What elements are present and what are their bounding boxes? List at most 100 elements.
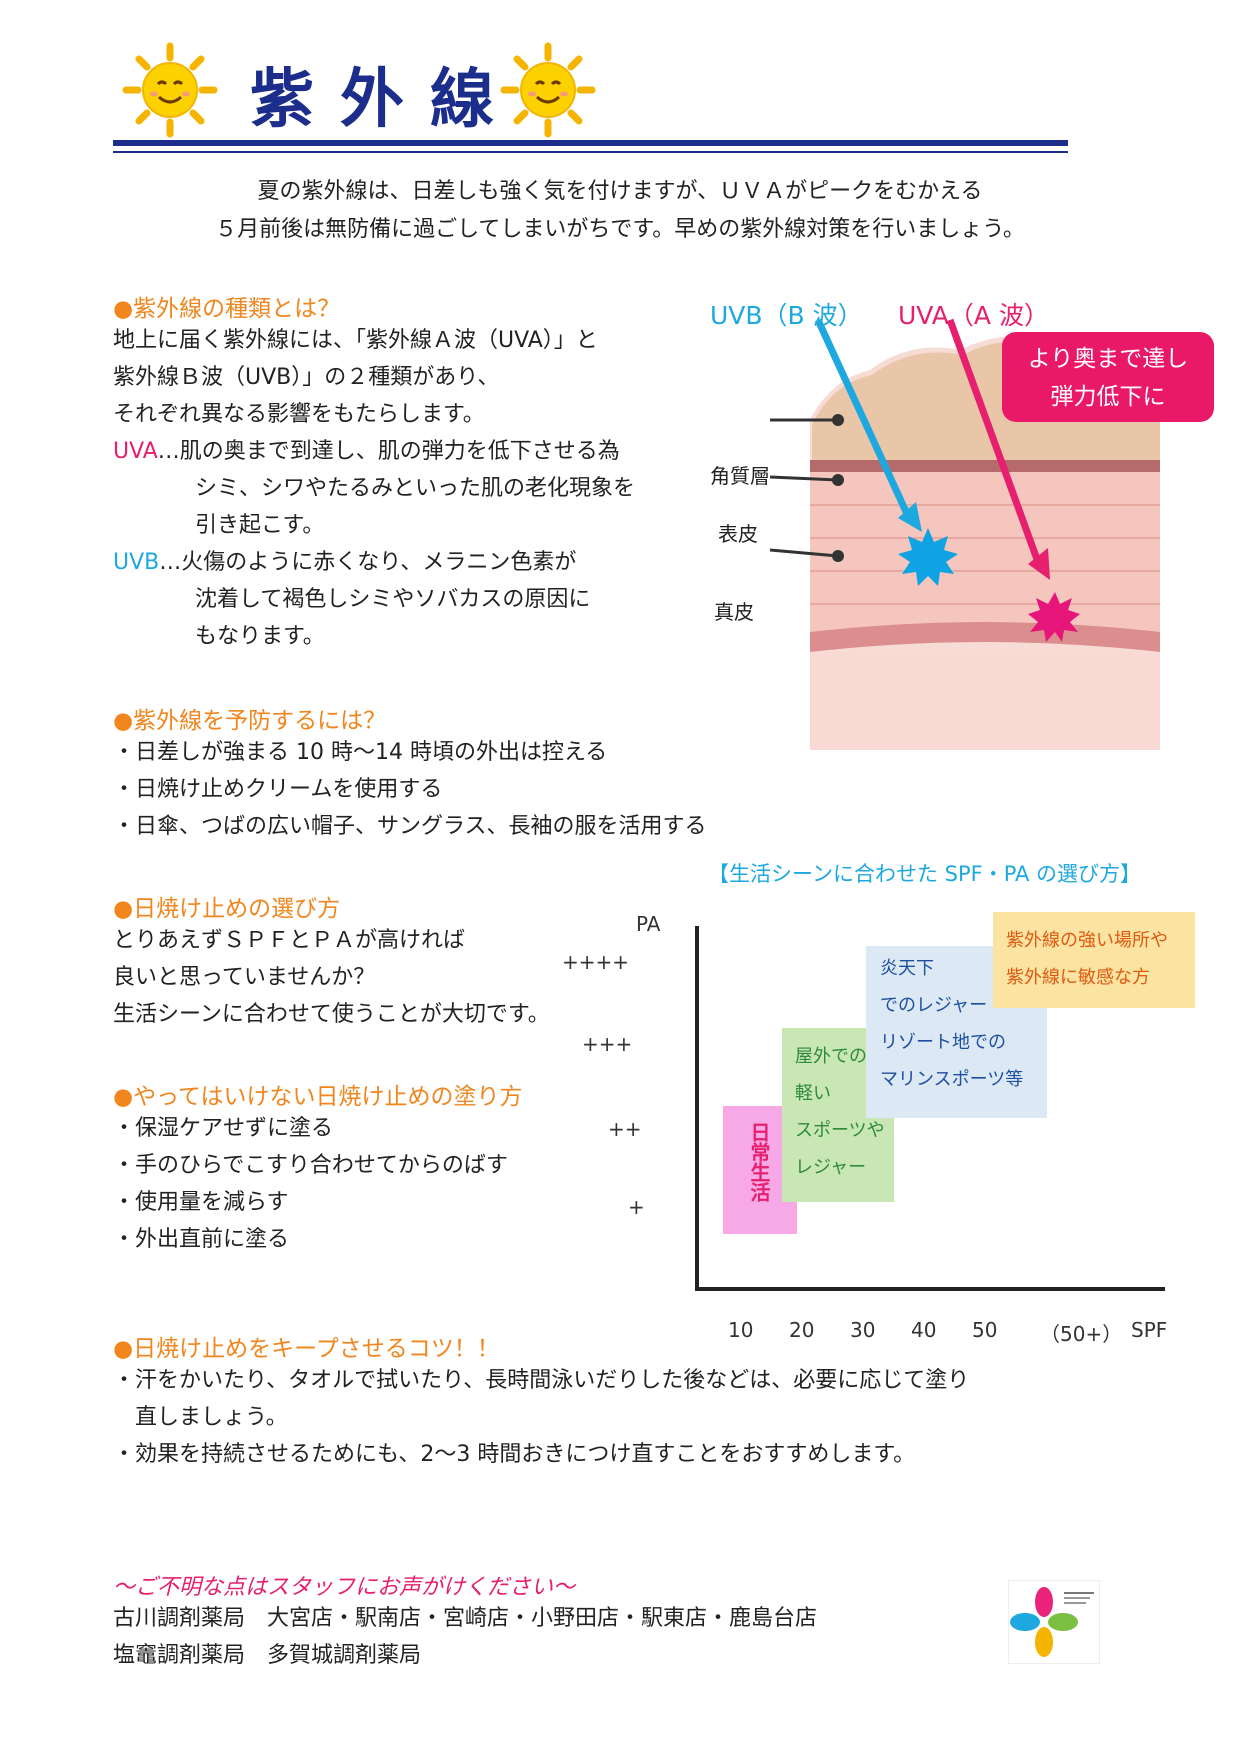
box-line: 紫外線の強い場所や: [1006, 930, 1168, 951]
types-text: 地上に届く紫外線には、「紫外線Ａ波（UVA）」と 紫外線Ｂ波（UVB）」の２種類…: [113, 322, 635, 655]
dermis: [810, 652, 1160, 750]
horny-layer: [810, 460, 1160, 472]
intro-line-1: 夏の紫外線は、日差しも強く気を付けますが、ＵＶＡがピークをむかえる: [257, 179, 983, 204]
x-axis-line: [695, 1287, 1165, 1291]
chart-box-leisure-text: 炎天下 でのレジャー リゾート地での マリンスポーツ等: [880, 950, 1023, 1098]
y-axis-line: [695, 926, 699, 1291]
uvb-diagram-label: UVB（B 波）: [710, 301, 863, 330]
uvb-desc-cont: 沈着して褐色しシミやソバカスの原因に: [195, 587, 591, 612]
keep-line: ・汗をかいたり、タオルで拭いたり、長時間泳いだりした後などは、必要に応じて塗り: [113, 1368, 970, 1393]
choose-line: とりあえずＳＰＦとＰＡが高ければ: [113, 928, 466, 953]
label-horny-layer: 角質層: [710, 464, 770, 488]
types-heading: ●紫外線の種類とは？: [113, 296, 341, 322]
cell-lines: [810, 504, 1160, 605]
box-line: レジャー: [795, 1157, 867, 1178]
title-rule-thin: [113, 151, 1068, 153]
uva-burst-icon: [1028, 592, 1080, 642]
prevent-item: ・日焼け止めクリームを使用する: [113, 777, 443, 802]
dont-heading: ●やってはいけない日焼け止めの塗り方: [113, 1084, 523, 1110]
box-line: 軽い: [795, 1083, 831, 1104]
box-line: 紫外線に敏感な方: [1006, 967, 1150, 988]
box-line: スポーツや: [795, 1120, 885, 1141]
y-axis-label: PA: [636, 912, 661, 936]
pharmacy-logo-icon: [1008, 1580, 1100, 1664]
store-line: 古川調剤薬局 大宮店・駅南店・宮崎店・小野田店・駅東店・鹿島台店: [113, 1606, 818, 1631]
types-line: 地上に届く紫外線には、「紫外線Ａ波（UVA）」と: [113, 328, 598, 353]
box-line: でのレジャー: [880, 995, 988, 1016]
uva-arrowhead: [1028, 548, 1050, 580]
uva-label: UVA: [113, 439, 158, 464]
uvb-desc-cont: もなります。: [195, 624, 325, 649]
skin-diagram: [769, 318, 1160, 750]
choose-line: 生活シーンに合わせて使うことが大切です。: [113, 1002, 550, 1027]
prevent-item: ・日差しが強まる 10 時〜14 時頃の外出は控える: [113, 740, 608, 765]
uvb-burst-icon: [898, 528, 958, 586]
store-line: 塩竈調剤薬局 多賀城調剤薬局: [113, 1643, 422, 1668]
uvb-desc: …火傷のように赤くなり、メラニン色素が: [159, 550, 577, 575]
dont-item: ・外出直前に塗る: [113, 1227, 290, 1252]
chart-box-strong-uv: [993, 912, 1195, 1008]
types-line: 紫外線Ｂ波（UVB）」の２種類があり、: [113, 365, 500, 390]
y-tick: +: [628, 1195, 645, 1219]
box-line: マリンスポーツ等: [880, 1069, 1024, 1090]
uvb-arrowhead: [898, 502, 922, 532]
choose-text: とりあえずＳＰＦとＰＡが高ければ 良いと思っていませんか？ 生活シーンに合わせて…: [113, 922, 550, 1033]
prevent-list: ・日差しが強まる 10 時〜14 時頃の外出は控える ・日焼け止めクリームを使用…: [113, 734, 707, 845]
label-epidermis: 表皮: [718, 522, 758, 546]
dont-item: ・保湿ケアせずに塗る: [113, 1116, 334, 1141]
y-tick: +++: [582, 1032, 633, 1056]
chart-box-daily-text: 日常生活: [747, 1122, 771, 1202]
store-list: 古川調剤薬局 大宮店・駅南店・宮崎店・小野田店・駅東店・鹿島台店 塩竈調剤薬局 …: [113, 1600, 817, 1674]
uva-desc: …肌の奥まで到達し、肌の弾力を低下させる為: [157, 439, 620, 464]
uva-line: UVA…肌の奥まで到達し、肌の弾力を低下させる為: [113, 433, 635, 470]
uva-desc-cont: シミ、シワやたるみといった肌の老化現象を: [195, 476, 636, 501]
footer-tagline: 〜ご不明な点はスタッフにお声がけください〜: [113, 1575, 576, 1600]
intro-line-2: ５月前後は無防備に過ごしてしまいがちです。早めの紫外線対策を行いましょう。: [215, 217, 1025, 242]
keep-line: 直しましょう。: [113, 1405, 288, 1430]
dont-list: ・保湿ケアせずに塗る ・手のひらでこすり合わせてからのばす ・使用量を減らす ・…: [113, 1110, 508, 1258]
x-tick: 50: [972, 1318, 998, 1342]
x-tick: 20: [789, 1318, 815, 1342]
uva-diagram-label: UVA（A 波）: [898, 301, 1049, 330]
x-tick: 30: [850, 1318, 876, 1342]
layer-dot: [832, 474, 844, 486]
chart-box-light-sports-text: 屋外での 軽い スポーツや レジャー: [795, 1038, 885, 1186]
layer-dot: [832, 414, 844, 426]
label-dermis: 真皮: [714, 600, 754, 624]
y-tick: ++: [608, 1117, 642, 1141]
choose-heading: ●日焼け止めの選び方: [113, 896, 341, 922]
dont-item: ・手のひらでこすり合わせてからのばす: [113, 1153, 508, 1178]
box-line: 屋外での: [795, 1046, 867, 1067]
keep-heading: ●日焼け止めをキープさせるコツ！！: [113, 1336, 500, 1362]
prevent-heading: ●紫外線を予防するには？: [113, 708, 387, 734]
prevent-item: ・日傘、つばの広い帽子、サングラス、長袖の服を活用する: [113, 814, 707, 839]
y-tick: ++++: [562, 950, 630, 974]
page-title: 紫外線: [250, 63, 520, 137]
uvb-line: UVB…火傷のように赤くなり、メラニン色素が: [113, 544, 635, 581]
chart-box-strong-uv-text: 紫外線の強い場所や 紫外線に敏感な方: [1006, 922, 1168, 996]
callout-box: より奥まで達し 弾力低下に: [1002, 332, 1214, 422]
sun-icon-left: [122, 42, 218, 138]
layer-dot: [832, 550, 844, 562]
dont-item: ・使用量を減らす: [113, 1190, 289, 1215]
x-axis-label: SPF: [1131, 1318, 1168, 1342]
types-line: それぞれ異なる影響をもたらします。: [113, 402, 485, 427]
layer-pointer: [769, 475, 839, 482]
uvb-ray: [814, 318, 912, 518]
callout-line: より奥まで達し: [1027, 346, 1189, 372]
layer-pointer: [769, 548, 839, 558]
choose-line: 良いと思っていませんか？: [113, 965, 376, 990]
uvb-label: UVB: [113, 550, 160, 575]
keep-line: ・効果を持続させるためにも、2〜3 時間おきにつけ直すことをおすすめします。: [113, 1442, 916, 1467]
x-tick: 10: [728, 1318, 754, 1342]
uva-ray: [946, 318, 1042, 564]
chart-title: 【生活シーンに合わせた SPF・PA の選び方】: [708, 862, 1142, 886]
x-tick: 40: [911, 1318, 937, 1342]
uva-desc-cont: 引き起こす。: [195, 513, 325, 538]
epidermis: [810, 472, 1160, 632]
box-line: リゾート地での: [880, 1032, 1006, 1053]
x-tick: （50+）: [1040, 1322, 1123, 1346]
keep-text: ・汗をかいたり、タオルで拭いたり、長時間泳いだりした後などは、必要に応じて塗り …: [113, 1362, 969, 1473]
callout-line: 弾力低下に: [1050, 384, 1166, 410]
title-rule-thick: [113, 140, 1068, 146]
